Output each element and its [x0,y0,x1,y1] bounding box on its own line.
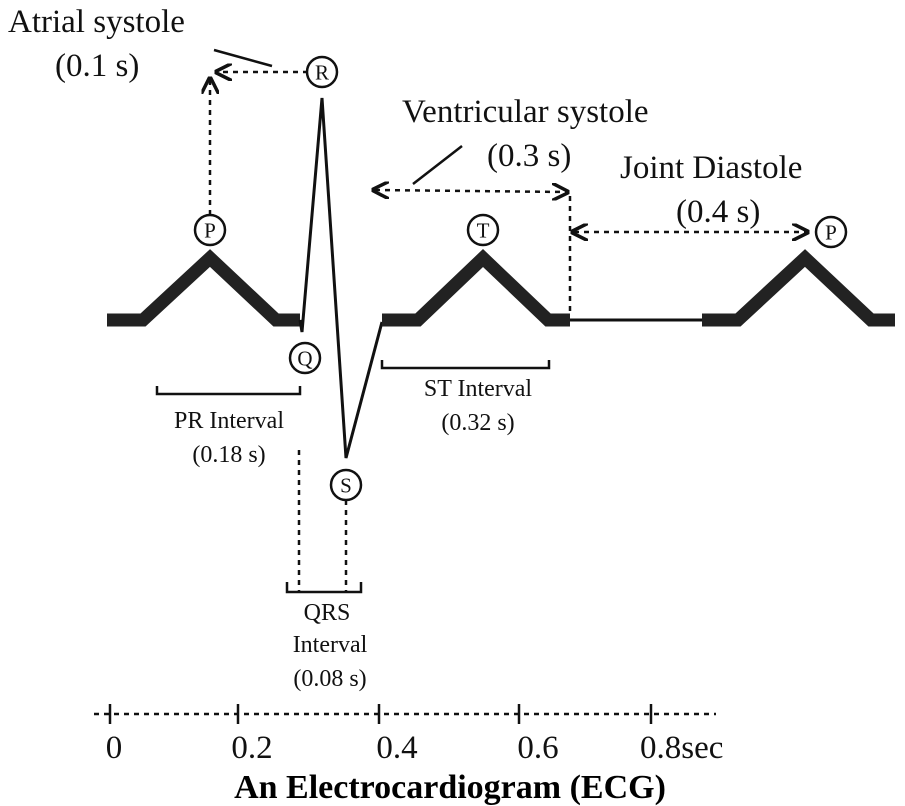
ecg-trace [107,97,895,459]
svg-text:Q: Q [297,347,312,371]
ventricular-systole-duration: (0.3 s) [487,138,571,174]
p-wave-label-second: P [814,215,848,249]
svg-text:S: S [340,474,352,498]
pr-interval-duration: (0.18 s) [192,442,265,468]
joint-diastole-duration: (0.4 s) [676,194,760,230]
svg-text:T: T [477,219,490,243]
qrs-interval-duration: (0.08 s) [293,666,366,692]
q-wave-label: Q [288,341,322,375]
p-wave-first [107,249,300,327]
joint-diastole-label: Joint Diastole [620,150,802,186]
st-interval-label: ST Interval [424,376,533,402]
time-axis: 0 0.2 0.4 0.6 0.8sec [94,704,723,766]
r-wave-label: R [305,55,339,89]
st-interval-duration: (0.32 s) [441,410,514,436]
atrial-systole-duration: (0.1 s) [55,48,139,84]
ventricular-pointer-line [412,145,463,185]
qrs-interval-bracket [285,582,363,594]
pr-interval-label: PR Interval [174,408,284,434]
diagram-title: An Electrocardiogram (ECG) [234,769,666,806]
tick-label-0.4: 0.4 [376,730,417,766]
tick-label-0: 0 [106,730,123,766]
s-wave-label: S [329,468,363,502]
qrs-interval-label-line2: Interval [293,632,368,658]
st-interval-bracket [380,360,551,370]
ventricular-arrow [375,190,566,192]
atrial-systole-label: Atrial systole [8,4,185,40]
svg-text:P: P [204,219,216,243]
qrs-interval-label-line1: QRS [304,600,351,626]
interval-brackets [155,360,551,594]
qrs-complex [298,97,384,459]
pr-interval-bracket [155,386,302,396]
tick-label-0.2: 0.2 [231,730,272,766]
wave-labels: P R Q S T P [193,55,848,502]
p-wave-label-first: P [193,213,227,247]
svg-text:R: R [315,61,329,85]
atrial-pointer-line [213,48,273,68]
t-wave [382,249,570,327]
t-wave-label: T [466,213,500,247]
svg-text:P: P [825,221,837,245]
tick-label-0.8: 0.8sec [640,730,723,766]
dotted-guides [210,72,806,592]
tick-label-0.6: 0.6 [517,730,558,766]
p-wave-second [702,249,895,327]
ventricular-systole-label: Ventricular systole [402,94,649,130]
